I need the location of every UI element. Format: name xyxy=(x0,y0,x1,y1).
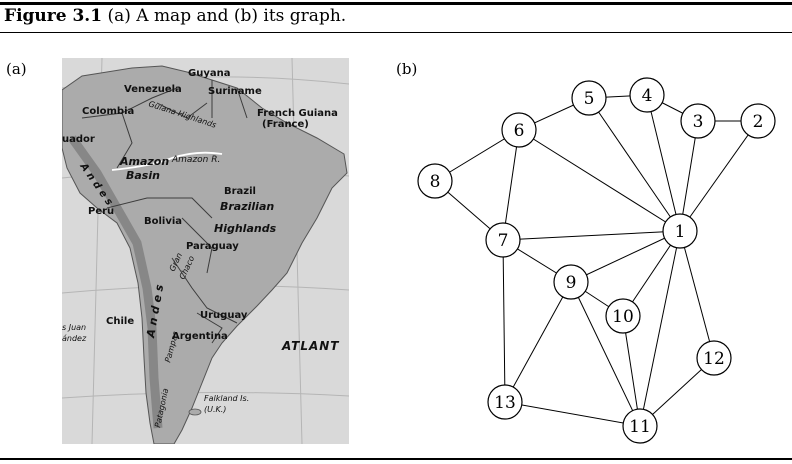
caption-rule xyxy=(0,32,792,33)
graph-node-5 xyxy=(571,80,607,116)
graph-node-10 xyxy=(605,298,641,334)
graph-edge-5-1 xyxy=(588,97,681,232)
south-america-map: Guyana Venezuela Suriname Guiana Highlan… xyxy=(61,57,350,445)
graph-node-2 xyxy=(740,103,776,139)
map-label-ecuador: uador xyxy=(62,134,95,145)
graph-edge-6-7 xyxy=(502,129,520,241)
graph-node-8 xyxy=(417,163,453,199)
graph-edge-13-11 xyxy=(504,401,641,427)
map-label-uruguay: Uruguay xyxy=(200,310,248,321)
graph-edge-3-1 xyxy=(679,120,699,232)
graph-node-7 xyxy=(485,222,521,258)
map-label-atlantic: ATLANT xyxy=(281,339,340,353)
graph-node-label-11: 11 xyxy=(629,417,651,437)
bottom-rule xyxy=(0,458,792,460)
map-label-french-guiana: French Guiana xyxy=(257,108,338,119)
map-label-colombia: Colombia xyxy=(82,106,134,117)
graph-edge-4-1 xyxy=(646,94,681,232)
graph-node-label-6: 6 xyxy=(514,121,525,141)
graph-node-label-3: 3 xyxy=(693,112,704,132)
graph-edge-2-1 xyxy=(679,120,759,232)
graph-node-12 xyxy=(696,340,732,376)
graph-node-1 xyxy=(662,213,698,249)
graph-node-4 xyxy=(629,77,665,113)
map-label-falkland: Falkland Is. xyxy=(204,394,249,403)
map-label-uk: (U.K.) xyxy=(204,405,226,414)
map-label-andez: ández xyxy=(62,334,87,343)
graph-node-label-7: 7 xyxy=(498,231,509,251)
graph-node-6 xyxy=(501,112,537,148)
figure-caption: Figure 3.1 (a) A map and (b) its graph. xyxy=(4,6,346,26)
map-label-amazon: Amazon xyxy=(119,155,169,168)
map-label-france: (France) xyxy=(262,119,309,130)
map-label-peru: Peru xyxy=(88,206,114,217)
graph-edge-7-1 xyxy=(502,230,681,241)
panel-a-label: (a) xyxy=(6,60,27,78)
amazon-river xyxy=(111,151,223,171)
graph-node-label-12: 12 xyxy=(703,349,725,369)
graph-edge-6-1 xyxy=(518,129,681,232)
caption-text: (a) A map and (b) its graph. xyxy=(107,6,347,26)
map-label-guyana: Guyana xyxy=(188,68,230,79)
continent-landmass xyxy=(61,65,348,445)
map-label-paraguay: Paraguay xyxy=(186,241,239,252)
map-label-amazon-river: Amazon R. xyxy=(171,155,220,165)
andes-ridge xyxy=(68,135,163,429)
graph-edge-7-13 xyxy=(502,239,506,403)
map-label-suriname: Suriname xyxy=(208,86,262,97)
graph-edge-9-1 xyxy=(570,230,681,283)
map-label-brazilian: Brazilian xyxy=(220,200,274,213)
map-label-argentina: Argentina xyxy=(172,331,228,342)
map-label-venezuela: Venezuela xyxy=(124,84,182,95)
graph-node-label-10: 10 xyxy=(612,307,634,327)
graph-node-label-2: 2 xyxy=(753,112,764,132)
graph-node-label-1: 1 xyxy=(675,222,686,242)
figure-number: Figure 3.1 xyxy=(4,6,103,26)
graph-node-9 xyxy=(553,264,589,300)
country-borders xyxy=(81,80,248,344)
graph-edge-9-13 xyxy=(504,281,572,403)
falkland-islands-shape xyxy=(188,408,202,416)
map-label-highlands: Highlands xyxy=(214,222,277,235)
graph-node-label-4: 4 xyxy=(642,86,653,106)
graph-node-3 xyxy=(680,103,716,139)
map-svg: Guyana Venezuela Suriname Guiana Highlan… xyxy=(61,57,350,445)
graph-node-label-13: 13 xyxy=(494,393,516,413)
graph-edges xyxy=(434,94,759,427)
graph-node-label-5: 5 xyxy=(584,89,595,109)
map-label-chile: Chile xyxy=(106,316,134,327)
map-label-brazil: Brazil xyxy=(224,186,256,197)
graph-node-13 xyxy=(487,384,523,420)
graph-edge-1-11 xyxy=(639,230,681,427)
graph-edge-10-11 xyxy=(622,315,641,427)
map-label-bolivia: Bolivia xyxy=(144,216,182,227)
graph-node-label-8: 8 xyxy=(430,172,441,192)
top-rule xyxy=(0,2,792,5)
panel-b-label: (b) xyxy=(396,60,418,78)
graph-edge-9-11 xyxy=(570,281,641,427)
map-label-basin: Basin xyxy=(126,169,160,182)
graph-node-label-9: 9 xyxy=(566,273,577,293)
map-label-juan: s Juan xyxy=(62,323,86,332)
graph-node-11 xyxy=(622,408,658,444)
graph-edge-1-12 xyxy=(679,230,715,359)
